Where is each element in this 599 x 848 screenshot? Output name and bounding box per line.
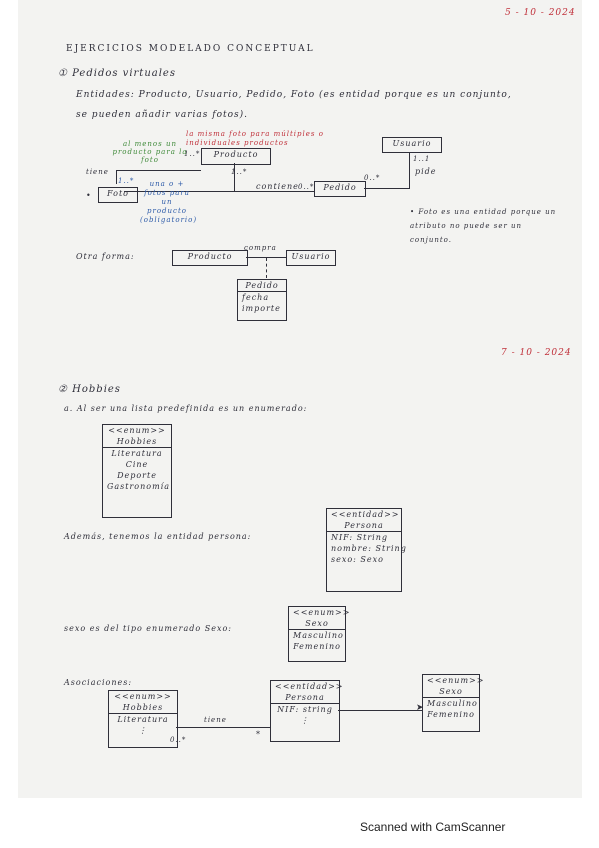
note-foto: • Foto es una entidad porque un atributo… <box>410 208 557 244</box>
tiene-label: tiene <box>86 168 109 176</box>
assoc-hobbies-value: Literatura <box>109 713 177 725</box>
date-section2: 7 - 10 - 2024 <box>501 348 572 358</box>
pedido-label: Pedido <box>323 183 357 192</box>
mult-producto-below: 1..* <box>231 168 248 176</box>
pedido-entity: Pedido <box>314 181 366 197</box>
arrow-head-icon: ➤ <box>416 703 425 713</box>
assoc-persona-attr: NIF: string <box>271 703 339 715</box>
enum-sexo: <<enum>> Sexo Masculino Femenino <box>288 606 351 662</box>
assoc-mult-left: 0..* <box>170 736 187 744</box>
persona-name: Persona <box>344 521 384 530</box>
asociaciones-label: Asociaciones: <box>64 678 133 687</box>
section2-line-a: a. Al ser una lista predefinida es un en… <box>64 404 308 413</box>
assoc-hobbies-more: ⋮ <box>138 726 148 735</box>
entity-persona: <<entidad>> Persona NIF: String nombre: … <box>326 508 407 592</box>
mult-producto-left: 1..* <box>184 150 201 158</box>
section1-line2: se pueden añadir varias fotos). <box>76 110 249 120</box>
date-top: 5 - 10 - 2024 <box>505 8 576 18</box>
assoc-sexo-name: Sexo <box>439 687 463 696</box>
mult-pedido-right: 0..* <box>364 174 381 182</box>
persona-stereotype: <<entidad>> <box>331 510 400 519</box>
enum-hobbies: <<enum>> Hobbies Literatura Cine Deporte… <box>102 424 172 518</box>
contiene-label: contiene <box>256 182 299 191</box>
scanner-watermark: Scanned with CamScanner <box>360 820 506 834</box>
producto-entity: Producto <box>201 148 271 165</box>
page-title: EJERCICIOS MODELADO CONCEPTUAL <box>66 44 315 54</box>
assoc-persona-more: ⋮ <box>300 716 310 725</box>
foto-entity: Foto <box>98 187 138 203</box>
annotation-green: al menos un producto para la foto <box>112 140 188 164</box>
assoc-enum-sexo: <<enum>> Sexo Masculino Femenino <box>422 674 485 732</box>
assoc-mult-right: * <box>256 730 261 739</box>
enum-hobbies-value: Literatura <box>103 447 171 459</box>
enum-hobbies-stereotype: <<enum>> <box>108 426 166 435</box>
line-producto-pedido-v <box>234 163 235 191</box>
line-foto-pedido-h <box>124 191 314 192</box>
enum-hobbies-value: Deporte <box>117 471 157 480</box>
enum-sexo-value: Femenino <box>293 642 341 651</box>
enum-hobbies-name: Hobbies <box>116 437 158 446</box>
annotation-blue: una o + fotos para un producto (obligato… <box>140 180 198 224</box>
assoc-attr-importe: importe <box>242 304 281 313</box>
producto-entity-2: Producto <box>172 250 248 266</box>
assoc-sexo-value: Femenino <box>427 710 475 719</box>
persona-attr: sexo: Sexo <box>331 555 384 564</box>
persona-attr: nombre: String <box>331 544 407 553</box>
usuario-label: Usuario <box>392 139 432 148</box>
line-persona-sexo <box>338 710 422 711</box>
mult-foto: 1..* <box>118 177 135 185</box>
section2-heading: ② Hobbies <box>58 384 121 395</box>
otra-forma-label: Otra forma: <box>76 252 135 261</box>
producto-label: Producto <box>213 150 259 159</box>
compra-label: compra <box>244 244 277 252</box>
assoc-persona-name: Persona <box>285 693 325 702</box>
assoc-class-pedido: Pedido fecha importe <box>237 279 287 321</box>
scanned-page: 5 - 10 - 2024 EJERCICIOS MODELADO CONCEP… <box>18 0 582 798</box>
assoc-tiene-label: tiene <box>204 716 227 724</box>
line-hobbies-persona <box>176 727 270 728</box>
foto-label: Foto <box>107 189 129 198</box>
line-compra <box>246 257 286 258</box>
producto-label-2: Producto <box>187 252 233 261</box>
enum-hobbies-value: Cine <box>125 460 149 469</box>
line-foto-producto-h <box>116 170 201 171</box>
assoc-hobbies-name: Hobbies <box>122 703 164 712</box>
assoc-class-name: Pedido <box>245 281 279 290</box>
assoc-sexo-value: Masculino <box>423 697 479 709</box>
assoc-enum-hobbies: <<enum>> Hobbies Literatura ⋮ <box>108 690 178 748</box>
mult-usuario: 1..1 <box>413 155 431 163</box>
assoc-entity-persona: <<entidad>> Persona NIF: string ⋮ <box>270 680 344 742</box>
line-assoc-dashed <box>266 258 267 278</box>
sexo-line: sexo es del tipo enumerado Sexo: <box>64 624 232 633</box>
usuario-entity: Usuario <box>382 137 442 153</box>
section1-line1: Entidades: Producto, Usuario, Pedido, Fo… <box>76 90 512 100</box>
assoc-hobbies-stereotype: <<enum>> <box>114 692 172 701</box>
enum-sexo-name: Sexo <box>305 619 329 628</box>
line-foto-producto-v <box>116 170 117 184</box>
ademas-line: Además, tenemos la entidad persona: <box>64 532 252 541</box>
foto-bullet: • <box>86 191 92 200</box>
usuario-label-2: Usuario <box>291 252 331 261</box>
line-pedido-usuario-h <box>364 188 409 189</box>
enum-hobbies-value: Gastronomía <box>107 482 171 491</box>
pide-label: pide <box>415 167 437 176</box>
assoc-persona-stereotype: <<entidad>> <box>275 682 344 691</box>
enum-sexo-stereotype: <<enum>> <box>293 608 351 617</box>
persona-attr: NIF: String <box>327 531 401 543</box>
usuario-entity-2: Usuario <box>286 250 336 266</box>
section1-heading: ① Pedidos virtuales <box>58 68 176 79</box>
line-pedido-usuario-v <box>409 152 410 189</box>
assoc-attr-fecha: fecha <box>238 291 286 303</box>
enum-sexo-value: Masculino <box>289 629 345 641</box>
assoc-sexo-stereotype: <<enum>> <box>427 676 485 685</box>
annotation-red: la misma foto para múltiples o individua… <box>186 130 324 147</box>
mult-pedido-left: 0..* <box>298 183 315 191</box>
